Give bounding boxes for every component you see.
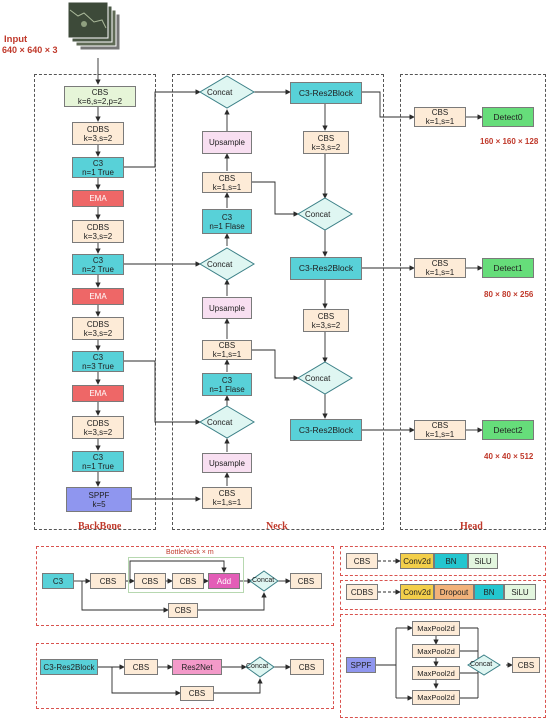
legend-cdbs-bn: BN: [474, 584, 504, 600]
neck-upsample-1: Upsample: [202, 131, 252, 154]
concat-diamond: [199, 75, 255, 109]
concat-diamond: [297, 361, 353, 395]
legend-cdbs-label: CDBS: [346, 584, 378, 600]
legend-cdbs-conv2d: Conv2d: [400, 584, 434, 600]
legend-c3-cbs-out: CBS: [290, 573, 322, 589]
input-image-stack: [67, 1, 121, 51]
neck-concat-4-label: Concat: [305, 210, 331, 219]
concat-diamond: [199, 247, 255, 281]
legend-cbs-label: CBS: [346, 553, 378, 569]
backbone-ema-3: EMA: [72, 385, 124, 402]
neck-upsample-3: Upsample: [202, 453, 252, 473]
legend-maxpool-4: MaxPool2d: [412, 690, 460, 705]
head-detect0: Detect0: [482, 107, 534, 127]
legend-c3-cbs-bottom: CBS: [168, 603, 198, 618]
concat-diamond: [245, 656, 275, 678]
neck-title: Neck: [266, 521, 288, 532]
neck-res2block-2: C3-Res2Block: [290, 257, 362, 280]
legend-maxpool-1: MaxPool2d: [412, 621, 460, 636]
head-detect2: Detect2: [482, 420, 534, 440]
legend-c3-section: [36, 546, 334, 626]
head-detect1: Detect1: [482, 258, 534, 278]
legend-sppf-input: SPPF: [346, 657, 376, 673]
legend-res2-concat-label: Concat: [246, 663, 269, 670]
backbone-title: BackBone: [78, 521, 122, 532]
concat-diamond: [467, 654, 501, 676]
legend-res2-cbs-out: CBS: [290, 659, 324, 675]
legend-c3-concat-label: Concat: [252, 577, 275, 584]
neck-section: [172, 74, 384, 530]
head-section: [400, 74, 546, 530]
concat-diamond: [249, 570, 279, 592]
neck-upsample-2: Upsample: [202, 297, 252, 319]
legend-sppf-section: [340, 614, 546, 718]
legend-res2-cbs-1: CBS: [124, 659, 158, 675]
legend-sppf-concat-label: Concat: [470, 661, 493, 668]
backbone-ema-2: EMA: [72, 288, 124, 305]
legend-res2net: Res2Net: [172, 659, 222, 675]
neck-concat-5-label: Concat: [305, 374, 331, 383]
head-title: Head: [460, 521, 483, 532]
legend-cdbs-section: [340, 580, 546, 610]
legend-cbs-conv2d: Conv2d: [400, 553, 434, 569]
concat-diamond: [297, 197, 353, 231]
legend-bottleneck-frame: [128, 557, 244, 593]
legend-cbs-section: [340, 546, 546, 576]
legend-cdbs-silu: SiLU: [504, 584, 536, 600]
legend-res2-cbs-bottom: CBS: [180, 686, 214, 701]
input-label: Input: [4, 34, 28, 45]
legend-add: Add: [208, 573, 240, 589]
legend-c3-input: C3: [42, 573, 74, 589]
backbone-ema-1: EMA: [72, 190, 124, 207]
head-size-0: 160 × 160 × 128: [480, 137, 539, 146]
legend-cbs-bn: BN: [434, 553, 468, 569]
legend-bottleneck-label: BottleNeck × m: [166, 549, 214, 556]
neck-res2block-3: C3-Res2Block: [290, 419, 362, 441]
neck-res2block-1: C3-Res2Block: [290, 82, 362, 104]
legend-c3-cbs-1: CBS: [90, 573, 126, 589]
legend-res2-section: [36, 643, 334, 709]
neck-concat-1-label: Concat: [207, 88, 233, 97]
neck-concat-2-label: Concat: [207, 260, 233, 269]
legend-c3-cbs-2: CBS: [134, 573, 166, 589]
legend-res2-input: C3-Res2Block: [40, 659, 98, 675]
backbone-section: [34, 74, 156, 530]
concat-diamond: [199, 405, 255, 439]
input-size: 640 × 640 × 3: [2, 45, 58, 55]
legend-sppf-cbs: CBS: [512, 657, 540, 673]
legend-maxpool-3: MaxPool2d: [412, 666, 460, 680]
head-size-1: 80 × 80 × 256: [484, 290, 534, 299]
head-size-2: 40 × 40 × 512: [484, 452, 534, 461]
legend-cbs-silu: SiLU: [468, 553, 498, 569]
neck-concat-3-label: Concat: [207, 418, 233, 427]
legend-cdbs-dropout: Dropout: [434, 584, 474, 600]
legend-c3-cbs-3: CBS: [172, 573, 204, 589]
legend-maxpool-2: MaxPool2d: [412, 644, 460, 658]
